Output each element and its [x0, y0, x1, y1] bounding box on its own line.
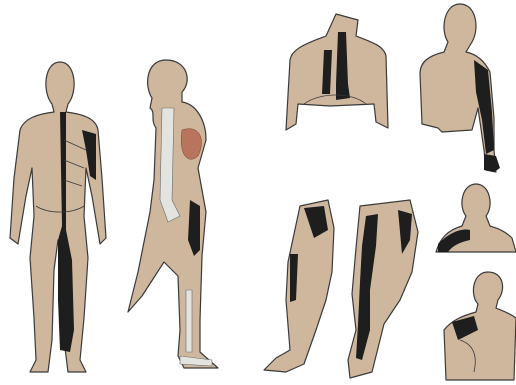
shoulder-closeup-view	[444, 272, 516, 380]
torso-front-view	[286, 14, 388, 130]
upper-body-arm-view	[420, 4, 500, 172]
leg-back-view	[348, 200, 418, 378]
leg-front-view	[264, 200, 334, 372]
side-view-with-skeleton	[128, 60, 218, 368]
full-body-back-view	[10, 62, 106, 372]
head-neck-shoulder-view	[436, 184, 516, 252]
